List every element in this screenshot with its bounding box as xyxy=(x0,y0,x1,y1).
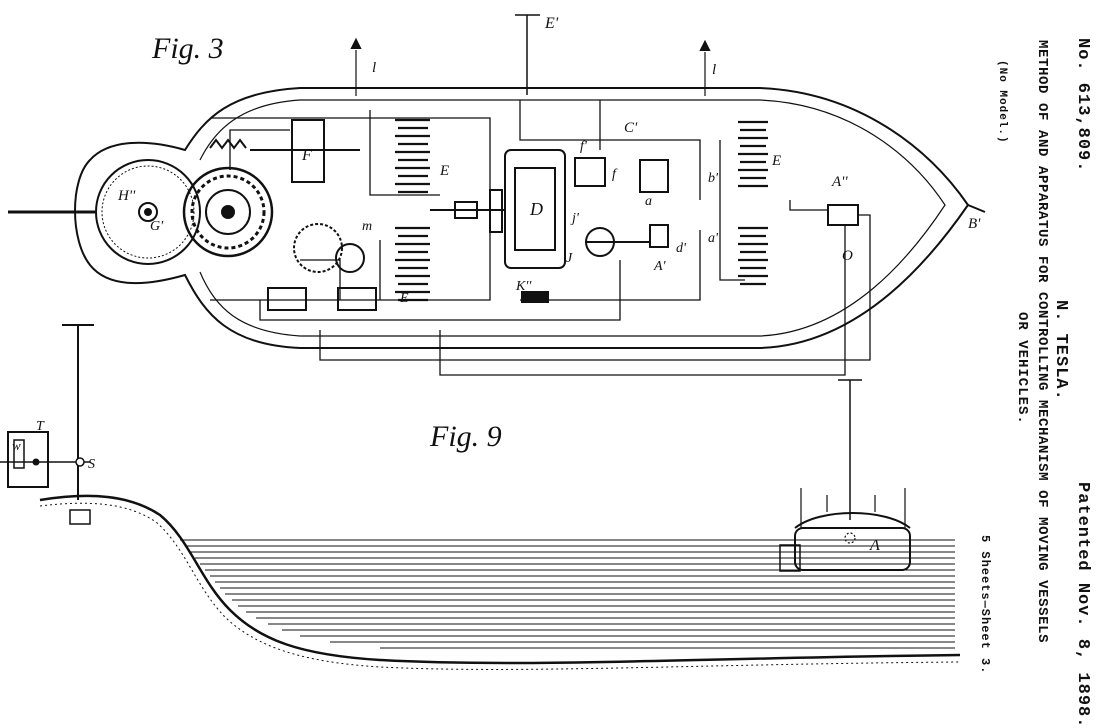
label-l: l xyxy=(372,60,376,76)
model-note: (No Model.) xyxy=(996,60,1008,144)
label-b-prime: B' xyxy=(968,216,981,232)
label-s: S xyxy=(88,457,95,472)
label-f-motor: F xyxy=(301,147,312,164)
patent-drawing-sheet: E' l l C' F E E D H'' G' A'' B' O a a' b… xyxy=(0,14,986,670)
label-b-prime-small: b' xyxy=(708,171,719,186)
label-j-prime: j' xyxy=(570,211,580,226)
label-a: a xyxy=(645,194,652,209)
label-c-prime: C' xyxy=(624,120,638,136)
label-a-prime-relay: A' xyxy=(653,259,667,274)
label-e-battery: E xyxy=(439,163,449,179)
patent-date: Patented Nov. 8, 1898. xyxy=(1073,482,1092,728)
fig9-caption: Fig. 9 xyxy=(430,420,502,453)
label-w: w xyxy=(12,438,21,453)
label-e-battery-bow: E xyxy=(771,153,781,169)
label-t: T xyxy=(36,419,45,434)
title-line1: METHOD OF AND APPARATUS FOR CONTROLLING … xyxy=(1034,40,1050,644)
label-f-prime: f' xyxy=(580,139,588,154)
label-a-boat: A xyxy=(869,537,880,554)
label-e-lower: E xyxy=(399,291,409,306)
label-h: H'' xyxy=(117,188,136,204)
reference-letters: E' l l C' F E E D H'' G' A'' B' O a a' b… xyxy=(12,15,981,554)
label-e-prime: E' xyxy=(544,15,559,32)
label-k: K'' xyxy=(515,279,532,294)
label-m: m xyxy=(362,219,372,234)
label-j: J xyxy=(566,251,573,266)
title-line2: OR VEHICLES. xyxy=(1014,312,1030,425)
label-o: O xyxy=(842,248,853,264)
label-g: G' xyxy=(150,219,164,234)
inventor-name: N. TESLA. xyxy=(1051,300,1070,401)
label-a-double-prime: A'' xyxy=(831,174,848,190)
patent-number: No. 613,809. xyxy=(1073,38,1092,173)
label-l2: l xyxy=(712,62,716,78)
label-a-prime: a' xyxy=(708,231,719,246)
fig3-drawing xyxy=(8,14,986,376)
fig3-caption: Fig. 3 xyxy=(152,32,224,65)
hull-inner xyxy=(199,99,946,337)
sheet-info: 5 Sheets—Sheet 3. xyxy=(978,535,992,675)
label-f: f xyxy=(612,167,618,182)
label-d-prime: d' xyxy=(676,241,687,256)
hull-outer xyxy=(74,87,970,349)
fig9-drawing xyxy=(0,324,961,670)
label-d-motor: D xyxy=(529,199,543,219)
shore-bank xyxy=(39,494,961,665)
